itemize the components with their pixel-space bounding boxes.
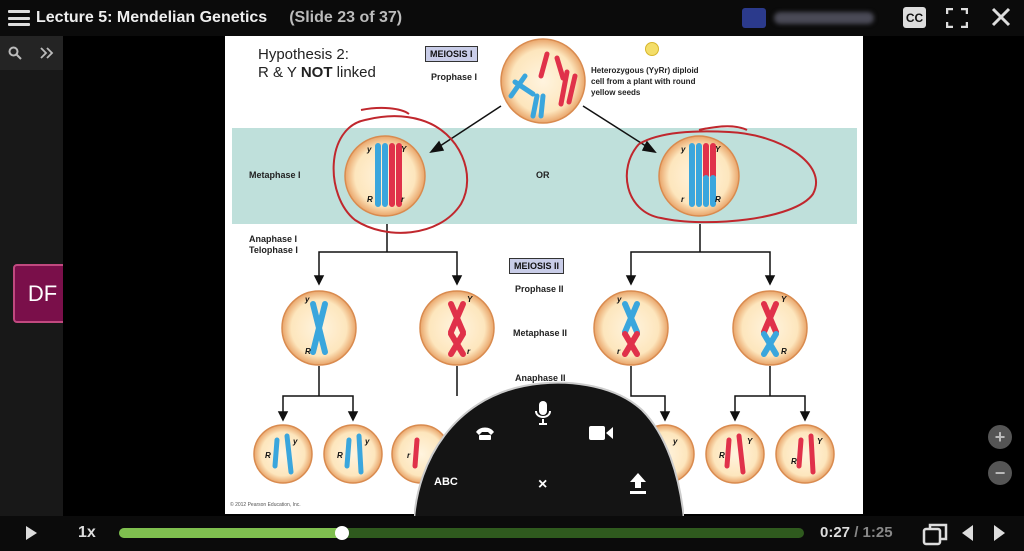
svg-text:r: r: [681, 195, 685, 204]
svg-text:r: r: [407, 451, 411, 460]
closed-captions-button[interactable]: CC: [903, 7, 926, 28]
svg-text:Y: Y: [817, 437, 823, 446]
close-panel-button[interactable]: ×: [538, 476, 548, 493]
prophase-1-label: Prophase I: [431, 72, 478, 82]
close-icon[interactable]: [990, 6, 1012, 28]
metaphase-1-label: Metaphase I: [249, 170, 301, 180]
svg-text:y: y: [616, 295, 622, 304]
sidebar-tools: [0, 36, 63, 70]
anaphase-1-label: Anaphase I: [249, 234, 298, 244]
svg-text:R: R: [367, 195, 373, 204]
svg-text:R: R: [719, 451, 725, 460]
user-info: [742, 6, 874, 30]
svg-text:Y: Y: [715, 145, 721, 154]
progress-fill: [119, 528, 342, 538]
svg-text:Y: Y: [467, 295, 473, 304]
hypothesis-line-1: Hypothesis 2:: [258, 46, 349, 63]
svg-text:r: r: [467, 347, 471, 356]
svg-text:Y: Y: [781, 295, 787, 304]
progress-track[interactable]: [119, 526, 804, 540]
svg-text:Y: Y: [401, 145, 407, 154]
svg-text:R: R: [305, 347, 311, 356]
prophase-2-label: Prophase II: [515, 284, 564, 294]
slide-canvas: Hypothesis 2: R & Y NOT linked MEIOSIS I…: [225, 36, 863, 514]
lecture-title: Lecture 5: Mendelian Genetics: [36, 9, 268, 26]
or-label: OR: [536, 170, 550, 180]
svg-text:y: y: [292, 437, 298, 446]
svg-text:R: R: [781, 347, 787, 356]
user-name-blurred: [774, 12, 874, 24]
progress-thumb[interactable]: [334, 526, 349, 540]
play-icon[interactable]: [26, 526, 37, 540]
svg-text:R: R: [265, 451, 271, 460]
time-display: 0:27 / 1:25: [820, 524, 893, 541]
svg-text:r: r: [617, 347, 621, 356]
meiosis-1-label: MEIOSIS I: [425, 46, 478, 62]
svg-text:R: R: [715, 195, 721, 204]
anaphase-2-label: Anaphase II: [515, 373, 566, 383]
svg-text:R: R: [791, 457, 797, 466]
svg-text:y: y: [366, 145, 372, 154]
telophase-1-label: Telophase I: [249, 245, 298, 255]
playback-speed[interactable]: 1x: [78, 524, 96, 541]
chevron-double-right-icon[interactable]: [39, 46, 55, 60]
svg-text:R: R: [337, 451, 343, 460]
total-time: / 1:25: [850, 524, 893, 541]
metaphase-2-label: Metaphase II: [513, 328, 568, 338]
metaphase-band: [232, 128, 857, 224]
video-camera-icon[interactable]: [588, 424, 614, 442]
svg-text:y: y: [364, 437, 370, 446]
avatar: [742, 8, 766, 28]
floating-control-panel: ABC ×: [414, 380, 684, 520]
hypothesis-line-2: R & Y NOT linked: [258, 64, 376, 81]
slide-counter: (Slide 23 of 37): [289, 9, 403, 26]
abc-button[interactable]: ABC: [434, 476, 458, 488]
seed-icon: [645, 42, 659, 56]
copy-icon[interactable]: [922, 522, 948, 546]
microphone-icon[interactable]: [534, 400, 552, 426]
hypothesis-text: Hypothesis 2: R & Y NOT linked: [258, 46, 376, 82]
participant-tile[interactable]: DF: [13, 264, 72, 323]
upload-icon[interactable]: [628, 472, 648, 496]
svg-text:y: y: [672, 437, 678, 446]
svg-text:y: y: [304, 295, 310, 304]
top-bar: Lecture 5: Mendelian Genetics (Slide 23 …: [0, 0, 1024, 36]
previous-slide-icon[interactable]: [962, 525, 973, 541]
zoom-in-button[interactable]: +: [988, 425, 1012, 449]
search-icon[interactable]: [8, 46, 22, 60]
cell-note: Heterozygous (YyRr) diploid cell from a …: [591, 66, 699, 97]
svg-text:y: y: [680, 145, 686, 154]
meiosis-diagram: yY Rr yY rR yR Yr yr YR Ry Ry r y RY RY: [253, 38, 835, 484]
copyright-text: © 2012 Pearson Education, Inc.: [230, 502, 301, 508]
meiosis-2-label: MEIOSIS II: [509, 258, 565, 274]
player-bar: 1x 0:27 / 1:25: [0, 516, 1024, 551]
current-time: 0:27: [820, 524, 851, 541]
hamburger-icon[interactable]: [8, 10, 30, 26]
next-slide-icon[interactable]: [994, 525, 1005, 541]
fullscreen-icon[interactable]: [946, 8, 968, 28]
zoom-out-button[interactable]: −: [988, 461, 1012, 485]
phone-icon[interactable]: [474, 424, 496, 442]
svg-text:r: r: [401, 195, 405, 204]
svg-text:Y: Y: [747, 437, 753, 446]
